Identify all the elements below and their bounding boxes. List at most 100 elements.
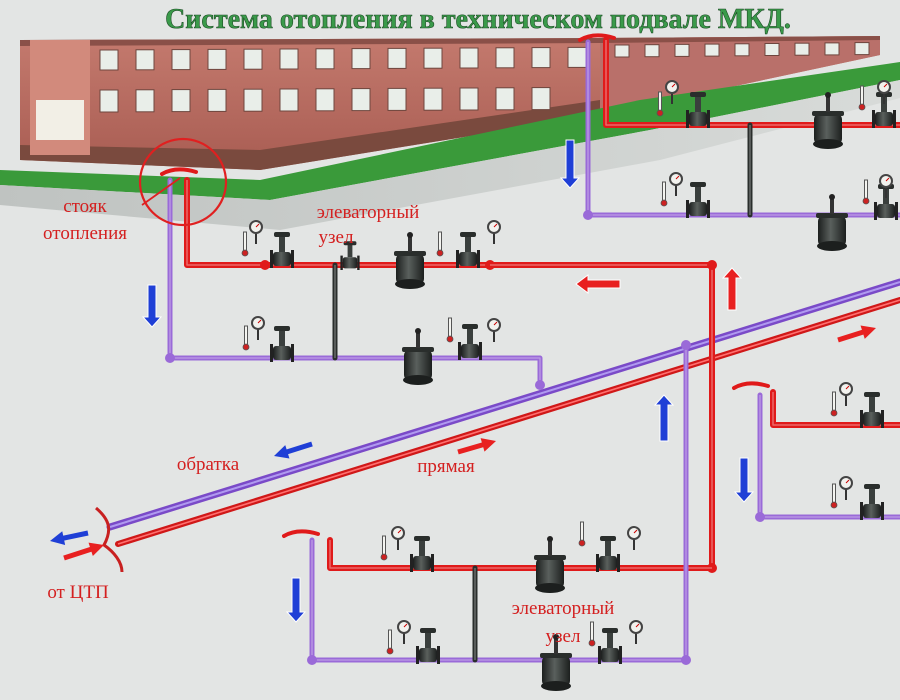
- return-flow-down-arrow-icon: [733, 457, 755, 503]
- valve-flange: [598, 646, 601, 664]
- return-flow-up-arrow-icon: [653, 394, 675, 442]
- valve-handwheel: [602, 628, 618, 633]
- gate-valve-icon: [410, 536, 434, 572]
- unit-c-return-top-joint: [681, 340, 691, 350]
- unit-a-return-pipe: [167, 177, 543, 388]
- elevator-body: [818, 216, 846, 246]
- valve-flange: [686, 110, 689, 128]
- arrow-shaft: [63, 545, 96, 561]
- elevator-pump-icon: [812, 92, 844, 149]
- thermometer-icon: [386, 629, 394, 655]
- valve-flange: [617, 554, 620, 572]
- building-window: [567, 46, 587, 68]
- elevator-cap: [407, 232, 413, 238]
- elevator-body: [814, 114, 842, 144]
- valve-flange: [881, 502, 884, 520]
- thermo-bulb: [578, 539, 586, 547]
- valve-body: [601, 648, 619, 662]
- gauge-needle: [883, 83, 888, 88]
- manometer-icon: [669, 172, 683, 196]
- return-flow-down-arrow-icon: [141, 284, 163, 328]
- thermo-tube: [388, 629, 392, 651]
- elevator-cap: [829, 194, 835, 200]
- gate-valve-icon: [598, 628, 622, 664]
- thermo-bulb: [858, 103, 866, 111]
- arrow-head: [860, 325, 876, 339]
- gate-valve-icon: [596, 536, 620, 572]
- valve-stem: [279, 236, 285, 252]
- thermo-bulb: [242, 343, 250, 351]
- valve-handwheel: [274, 326, 290, 331]
- building-window: [423, 87, 443, 111]
- valve-flange: [872, 110, 875, 128]
- valve-flange: [860, 410, 863, 428]
- unit-b-riser-tee: [578, 33, 616, 42]
- valve-handwheel: [343, 241, 357, 246]
- thermo-bulb: [660, 199, 668, 207]
- riser-pointer-line: [141, 177, 181, 206]
- thermo-tube: [382, 535, 386, 557]
- return-line-label: обратка: [177, 454, 240, 475]
- valve-flange: [410, 554, 413, 572]
- building-window: [99, 89, 119, 113]
- thermometer-icon: [656, 91, 664, 117]
- gate-valve-icon: [686, 92, 710, 128]
- building-window: [351, 88, 371, 112]
- valve-stem: [465, 236, 471, 252]
- unit-b-return-joint: [583, 210, 593, 220]
- building-window: [495, 47, 515, 69]
- page-title: Система отопления в техническом подвале …: [165, 4, 791, 35]
- elevator-pump-icon: [816, 194, 848, 251]
- gauge-needle: [635, 623, 640, 628]
- thermo-bulb: [386, 647, 394, 655]
- valve-flange: [860, 502, 863, 520]
- building-window: [243, 88, 263, 112]
- elevator-cap: [415, 328, 421, 334]
- gauge-needle: [493, 321, 498, 326]
- flow-arrows: [50, 139, 876, 623]
- valve-stem: [347, 244, 353, 258]
- valve-flange: [340, 255, 343, 270]
- building: [20, 36, 880, 170]
- manometer-icon: [627, 526, 641, 550]
- thermometer-icon: [862, 179, 870, 205]
- valve-flange: [357, 255, 360, 270]
- gauge-needle: [403, 623, 408, 628]
- elevator-body: [542, 656, 570, 686]
- supply-main-flow-arrow-icon: [837, 325, 876, 343]
- valve-flange: [707, 110, 710, 128]
- riser-label-line2: отопления: [43, 223, 127, 244]
- building-window: [279, 88, 299, 112]
- elevator-top-flange: [540, 653, 572, 658]
- building-window: [644, 44, 660, 58]
- building-window: [764, 43, 780, 56]
- supply-main-flow-arrow-icon: [457, 438, 496, 455]
- valve-handwheel: [690, 182, 706, 187]
- valve-handwheel: [414, 536, 430, 541]
- thermo-tube: [438, 231, 442, 253]
- valve-handwheel: [864, 392, 880, 397]
- return-flow-down-arrow-icon: [559, 139, 581, 189]
- unit-a-supply-pipe-highlight: [186, 180, 490, 266]
- manometer-icon: [487, 318, 501, 342]
- riser-label-line1: стояк: [63, 196, 107, 217]
- unit-c-return-joint: [307, 655, 317, 665]
- thermo-tube: [243, 231, 247, 253]
- valve-body: [273, 346, 291, 360]
- gauge-needle: [257, 319, 262, 324]
- valve-flange: [416, 646, 419, 664]
- thermo-bulb: [830, 409, 838, 417]
- elevator-base: [813, 139, 843, 149]
- building-window: [171, 49, 191, 71]
- thermometer-icon: [436, 231, 444, 257]
- building-window: [171, 89, 191, 113]
- building-window: [794, 42, 810, 56]
- elevator-body: [404, 350, 432, 380]
- unit-a-supply-pipe: [184, 177, 493, 268]
- valve-flange: [477, 250, 480, 268]
- manometer-icon: [487, 220, 501, 244]
- valve-stem: [467, 328, 473, 344]
- valve-handwheel: [460, 232, 476, 237]
- valve-stem: [605, 540, 611, 556]
